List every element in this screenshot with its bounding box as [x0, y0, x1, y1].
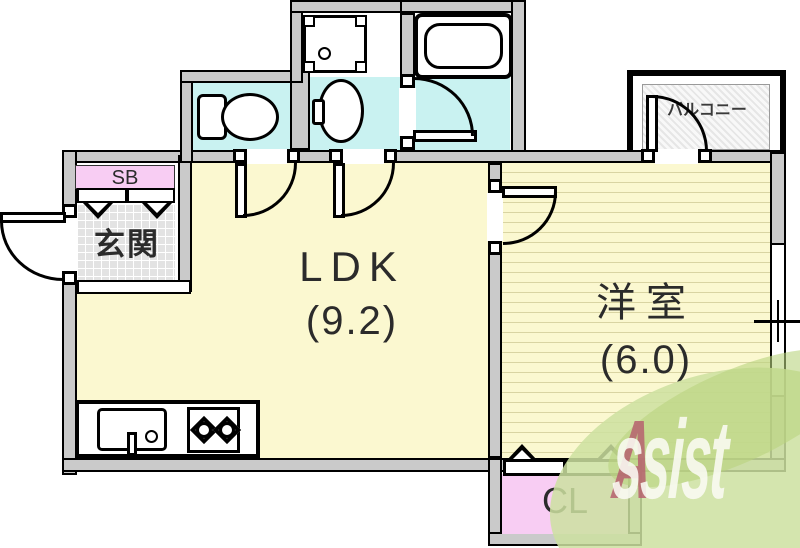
- toilet-bowl: [221, 93, 279, 141]
- east-window-tick: [754, 320, 800, 323]
- bath-hinge-bottom: [400, 136, 415, 150]
- entrance-label: 玄関: [94, 227, 160, 262]
- washer-pan-corner-tr: [355, 15, 367, 27]
- shoe-box-swing-mark-left-inner: [88, 203, 108, 213]
- washer-pan-corner-br: [355, 61, 367, 73]
- ldk-area: (9.2): [305, 299, 399, 343]
- western-hinge-bottom: [488, 241, 502, 255]
- closet-swing-mark-left-inner: [513, 450, 531, 459]
- washbasin-faucet: [312, 99, 325, 125]
- wall-toilet-west: [180, 70, 193, 163]
- western-door-opening: [487, 193, 503, 241]
- entrance-step: [77, 280, 191, 294]
- entrance-door-swing: [0, 221, 63, 281]
- wall-entrance-east: [178, 155, 192, 292]
- entrance-hinge-bottom: [62, 271, 77, 285]
- washroom-door-opening: [343, 149, 384, 164]
- stove-burner-left: [196, 422, 212, 438]
- closet-door-left: [503, 459, 566, 476]
- shoe-box-door-left: [77, 188, 127, 203]
- western-hinge-top: [488, 179, 502, 193]
- ldk-label: LDK: [299, 243, 405, 290]
- bath-hinge-top: [400, 74, 415, 88]
- entrance-door-opening: [61, 218, 78, 272]
- shoe-box-label: SB: [111, 167, 139, 189]
- wall-bath-east: [511, 0, 526, 152]
- kitchen-sink-drain: [145, 430, 158, 443]
- toilet-hinge-left: [233, 149, 247, 163]
- bathtub-inner: [424, 23, 503, 69]
- shoe-box-door-right: [127, 188, 175, 203]
- shoe-box-swing-mark-right-inner: [147, 203, 167, 213]
- western-room-label: 洋室: [596, 281, 696, 325]
- washer-pan-corner-tl: [303, 15, 315, 27]
- wall-washroom-north: [290, 0, 415, 13]
- kitchen-faucet: [127, 432, 137, 456]
- washroom-hinge-right: [384, 149, 397, 163]
- balcony-hinge-right: [698, 149, 712, 163]
- bath-door-opening: [399, 88, 416, 136]
- wall-bath-north: [400, 0, 526, 13]
- washroom-hinge-left: [329, 149, 343, 163]
- western-room-area: (6.0): [599, 338, 693, 382]
- assist-logo-rest: ssist: [610, 397, 730, 522]
- balcony-door-opening: [655, 149, 698, 164]
- washer-pan-corner-bl: [303, 61, 315, 73]
- toilet-door-opening: [247, 149, 287, 164]
- stove-burner-right: [219, 422, 235, 438]
- toilet-hinge-right: [287, 149, 300, 163]
- washer-pan-drain: [318, 47, 331, 60]
